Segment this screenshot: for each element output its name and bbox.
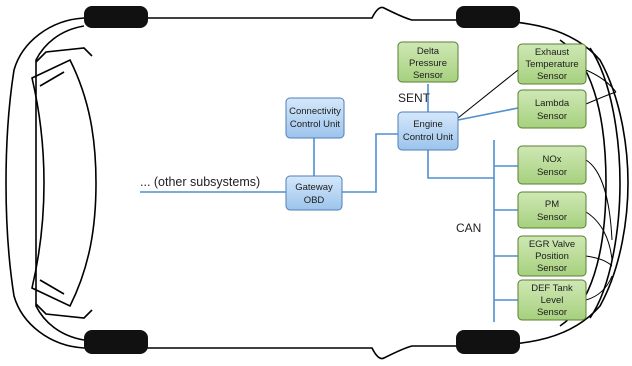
def-label-2: Level: [541, 295, 564, 306]
def-tank-level-sensor-box: DEF Tank Level Sensor: [517, 279, 587, 321]
wheel-rear-bottom: [456, 330, 520, 354]
wheel-rear-top: [456, 6, 520, 28]
def-label-3: Sensor: [537, 307, 567, 318]
lambda-label-2: Sensor: [537, 111, 567, 122]
wheel-front-bottom: [84, 330, 148, 354]
ecu-can-line: [427, 150, 494, 179]
sent-label: SENT: [398, 91, 431, 105]
def-label-1: DEF Tank: [531, 283, 573, 294]
connectivity-control-unit-box: Connectivity Control Unit: [285, 97, 345, 139]
delta-label-2: Pressure: [409, 58, 447, 69]
ecu-label-2: Control Unit: [403, 132, 454, 143]
delta-label-1: Delta: [417, 46, 440, 57]
ecu-lambda-line: [457, 107, 519, 121]
gateway-label-2: OBD: [304, 195, 325, 206]
ecu-label-1: Engine: [413, 119, 443, 130]
wheel-front-top: [84, 6, 148, 28]
egr-label-3: Sensor: [537, 263, 567, 274]
wheels: [84, 6, 520, 354]
exhaust-label-2: Temperature: [525, 59, 578, 70]
pm-label-1: PM: [545, 199, 559, 210]
other-subsystems-label: ... (other subsystems): [140, 175, 260, 189]
exhaust-label-1: Exhaust: [535, 47, 570, 58]
pm-sensor-box: PM Sensor: [517, 191, 587, 229]
connection-lines: [140, 84, 519, 322]
gateway-ecu-line: [340, 133, 398, 193]
sensor-wires: [457, 69, 617, 301]
delta-label-3: Sensor: [413, 70, 443, 81]
exhaust-temperature-sensor-box: Exhaust Temperature Sensor: [517, 43, 587, 85]
nox-label-1: NOx: [543, 154, 562, 165]
engine-control-unit-box: Engine Control Unit: [397, 111, 459, 151]
lambda-label-1: Lambda: [535, 98, 570, 109]
nox-sensor-box: NOx Sensor: [517, 145, 587, 185]
egr-label-2: Position: [535, 251, 569, 262]
can-label: CAN: [456, 221, 481, 235]
exhaust-label-3: Sensor: [537, 71, 567, 82]
connectivity-label-1: Connectivity: [289, 106, 341, 117]
pm-label-2: Sensor: [537, 212, 567, 223]
gateway-obd-box: Gateway OBD: [285, 175, 343, 211]
connectivity-label-2: Control Unit: [290, 119, 341, 130]
lambda-sensor-box: Lambda Sensor: [517, 89, 587, 129]
nox-label-2: Sensor: [537, 167, 567, 178]
egr-label-1: EGR Valve: [529, 239, 575, 250]
delta-pressure-sensor-box: Delta Pressure Sensor: [397, 41, 459, 83]
egr-valve-position-sensor-box: EGR Valve Position Sensor: [517, 235, 587, 277]
gateway-label-1: Gateway: [295, 182, 333, 193]
